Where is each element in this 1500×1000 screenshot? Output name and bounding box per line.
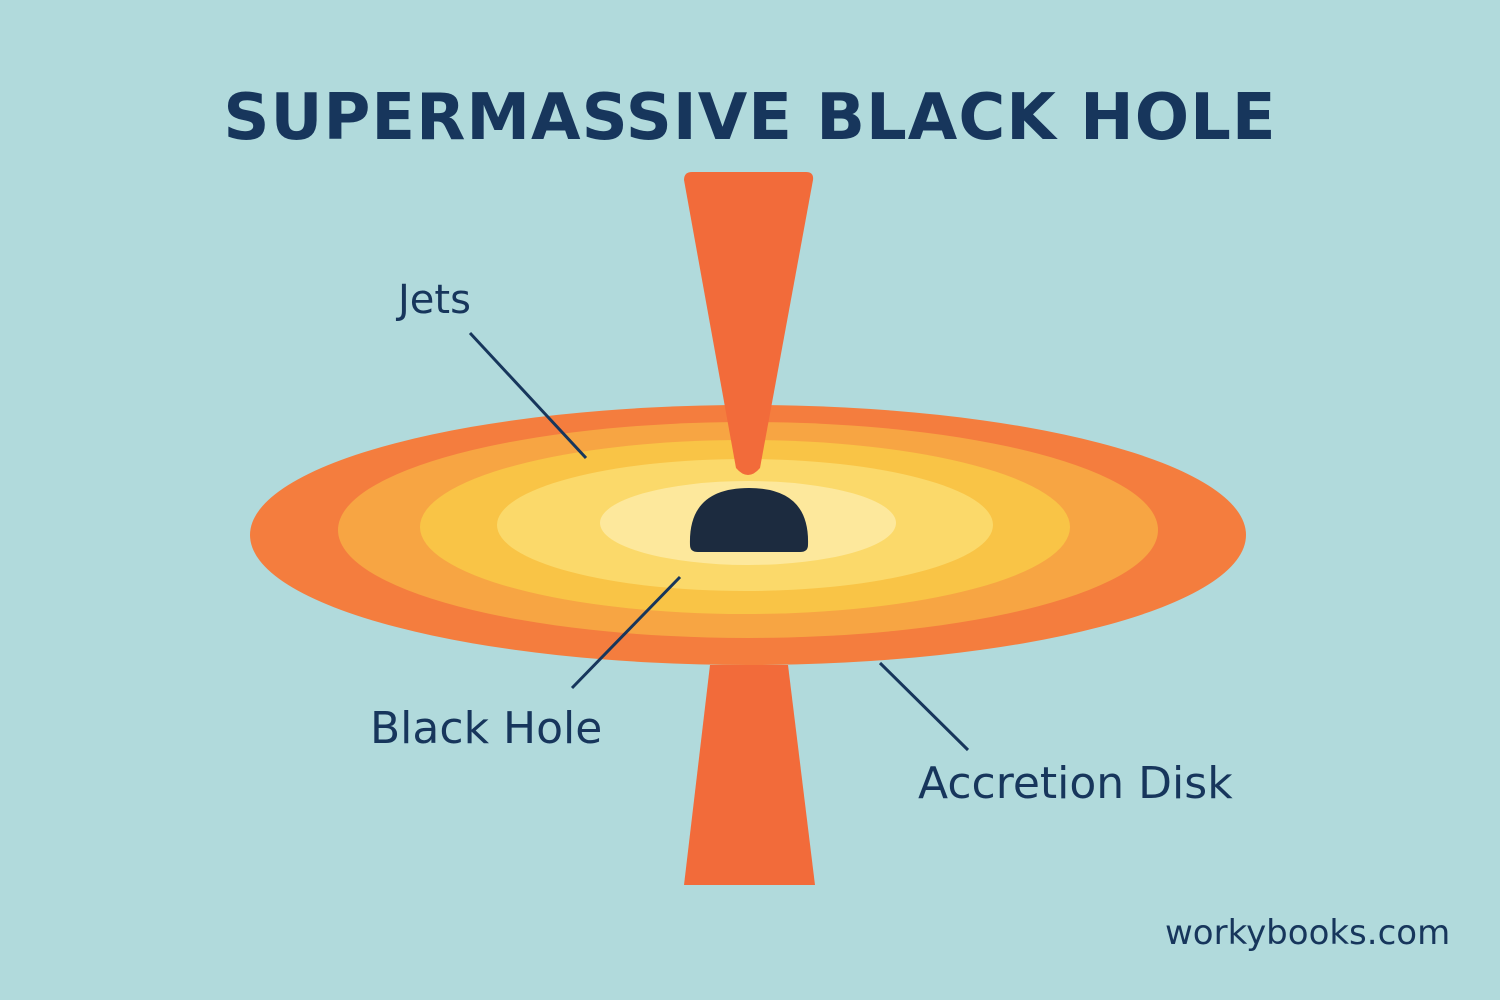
diagram-title: SUPERMASSIVE BLACK HOLE: [223, 81, 1277, 155]
watermark: workybooks.com: [1165, 913, 1451, 953]
black-hole-leader-line: [570, 575, 682, 690]
jets-label: Jets: [398, 277, 471, 323]
lower-jet: [684, 665, 815, 885]
black-hole-label: Black Hole: [370, 703, 603, 754]
jets-leader-line: [468, 331, 588, 460]
upper-jet: [684, 172, 814, 475]
black-hole-shape: [689, 488, 809, 552]
accretion-disk-leader-line: [878, 661, 970, 752]
accretion-disk-label: Accretion Disk: [918, 758, 1233, 809]
